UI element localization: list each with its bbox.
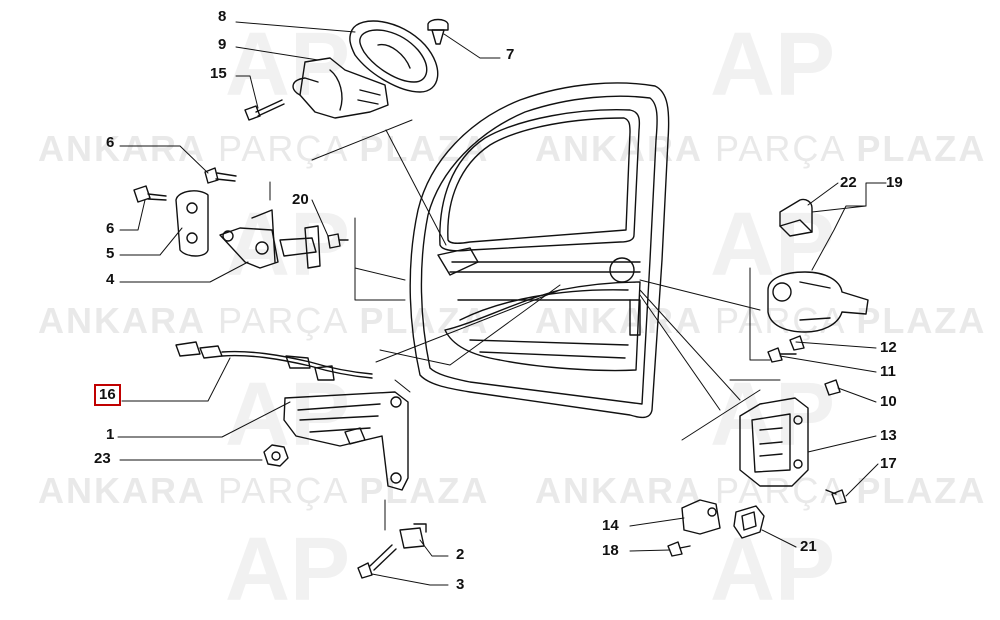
exploded-parts-diagram: AP AP AP AP AP AP AP AP ANKARA PARÇA PLA…	[38, 8, 987, 615]
part-3-screw	[357, 544, 397, 579]
callout-3: 3	[456, 576, 465, 593]
part-7-clip	[427, 18, 449, 45]
part-13-door-lock	[739, 397, 809, 487]
callout-11: 11	[880, 363, 896, 380]
part-18-screw	[667, 541, 691, 557]
part-8-handle-seal	[349, 20, 439, 93]
callout-10: 10	[880, 393, 897, 410]
callout-2: 2	[456, 546, 465, 563]
callout-16-highlighted: 16	[94, 384, 121, 406]
line-drawing	[117, 18, 887, 586]
callout-19: 19	[886, 174, 903, 191]
watermark-text: ANKARA PARÇA PLAZA	[535, 300, 987, 341]
watermark-logo: AP	[225, 365, 351, 465]
part-16-release-cable	[175, 341, 373, 381]
leader-lines	[117, 21, 887, 586]
callout-8: 8	[218, 8, 227, 25]
callout-23: 23	[94, 450, 111, 467]
part-1-lock-bracket	[283, 391, 409, 491]
callout-9: 9	[218, 36, 227, 53]
callout-6-upper: 6	[106, 134, 115, 151]
part-21-clip	[733, 505, 765, 539]
callout-14: 14	[602, 517, 619, 534]
part-6-screw-upper	[204, 167, 237, 184]
watermark-logo: AP	[710, 365, 836, 465]
callout-5: 5	[106, 245, 115, 262]
part-20-screw	[327, 233, 349, 249]
watermark-text: ANKARA PARÇA PLAZA	[38, 470, 490, 511]
callout-18: 18	[602, 542, 619, 559]
callout-12: 12	[880, 339, 897, 356]
callout-22: 22	[840, 174, 857, 191]
watermark-text: ANKARA PARÇA PLAZA	[535, 128, 987, 169]
part-12-screw	[789, 335, 805, 351]
part-10-screw	[824, 379, 841, 396]
part-2-clip	[399, 523, 427, 549]
watermark-logo: AP	[710, 195, 836, 295]
part-6-screw-lower	[133, 185, 167, 203]
part-4-door-check	[219, 209, 321, 269]
part-22-clip	[779, 198, 813, 237]
watermark-text: ANKARA PARÇA PLAZA	[38, 128, 490, 169]
part-19-lock-housing	[767, 271, 869, 333]
part-9-outer-handle	[292, 57, 389, 119]
door-panel	[409, 82, 670, 419]
callout-13: 13	[880, 427, 897, 444]
callout-15: 15	[210, 65, 227, 82]
part-17-screw	[825, 489, 847, 505]
callout-6-lower: 6	[106, 220, 115, 237]
watermark-logo: AP	[710, 15, 836, 115]
watermark-logo: AP	[225, 15, 351, 115]
callout-21: 21	[800, 538, 817, 555]
part-14-bracket	[681, 499, 721, 535]
callout-20: 20	[292, 191, 309, 208]
callout-1: 1	[106, 426, 115, 443]
callout-17: 17	[880, 455, 897, 472]
watermark-text: ANKARA PARÇA PLAZA	[535, 470, 987, 511]
part-11-screw	[767, 347, 797, 363]
part-15-screw	[244, 99, 285, 121]
callout-4: 4	[106, 271, 115, 288]
callout-7: 7	[506, 46, 515, 63]
part-5-striker-plate	[175, 190, 209, 257]
part-23-nut	[263, 444, 289, 467]
